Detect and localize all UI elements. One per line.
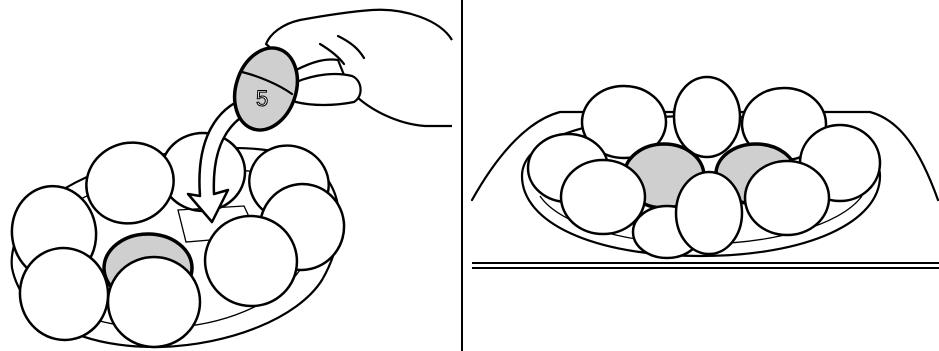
- egg: [108, 257, 200, 347]
- egg: [745, 161, 829, 235]
- egg: [674, 77, 740, 157]
- egg-number-label: 5: [256, 86, 268, 111]
- egg: [561, 160, 645, 234]
- egg: [676, 172, 742, 254]
- left-panel: 5: [6, 10, 452, 347]
- right-panel: [472, 77, 939, 268]
- finger: [289, 74, 361, 105]
